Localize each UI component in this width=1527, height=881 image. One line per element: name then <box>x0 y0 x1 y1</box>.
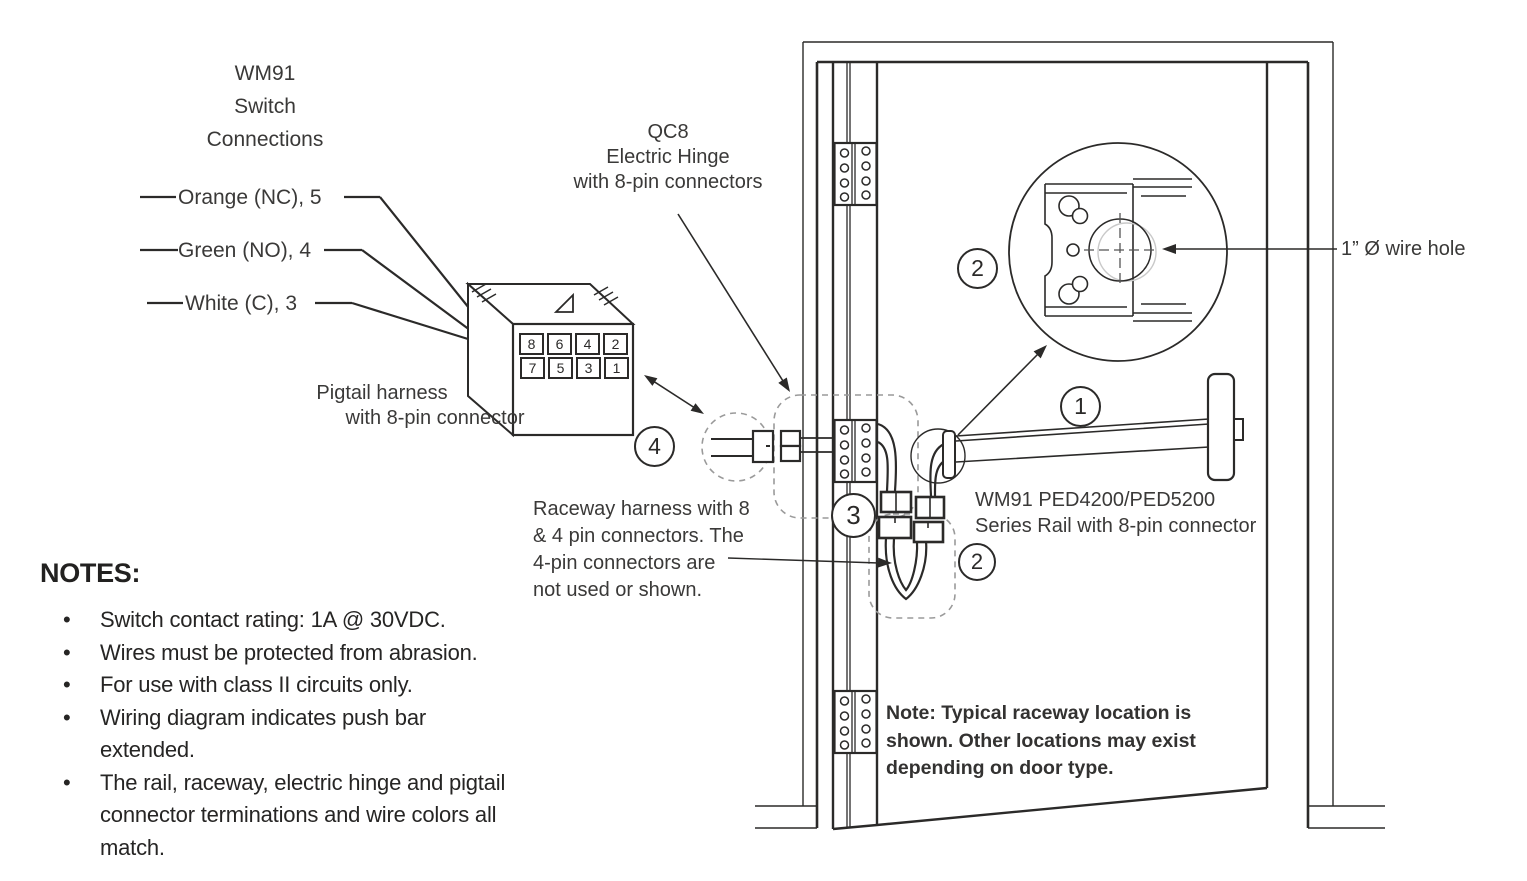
notes-block: NOTES: • Switch contact rating: 1A @ 30V… <box>40 558 680 864</box>
note-text: For use with class II circuits only. <box>100 672 413 697</box>
notes-heading: NOTES: <box>40 558 141 588</box>
pin-5: 5 <box>548 357 573 379</box>
rail-detail-source-circle <box>910 428 966 484</box>
pigtail-harness-caption-line1: Pigtail harness <box>316 382 448 404</box>
qc8-electric-hinge-label: QC8 Electric Hinge with 8-pin connectors <box>573 121 763 193</box>
raceway-text-arrow <box>727 557 892 568</box>
wire-label-orange-nc: Orange (NC), 5 <box>178 186 322 209</box>
pin-6: 6 <box>547 333 572 355</box>
pin-3: 3 <box>576 357 601 379</box>
bullet-icon: • <box>63 672 71 697</box>
bracket-small-hole <box>1066 243 1080 257</box>
note-item: • Wiring diagram indicates push bar exte… <box>40 702 680 767</box>
raceway-location-note: Note: Typical raceway location is shown.… <box>886 702 1196 779</box>
detail-circle <box>1008 142 1228 362</box>
frame-mating-connector <box>779 429 834 463</box>
pin-7: 7 <box>520 357 545 379</box>
pin-8: 8 <box>519 333 544 355</box>
note-text: Wires must be protected from abrasion. <box>100 639 478 665</box>
series-rail-label: WM91 PED4200/PED5200 Series Rail with 8-… <box>975 489 1257 537</box>
note-item: • For use with class II circuits only. <box>40 669 680 702</box>
push-bar-rail <box>942 372 1244 482</box>
hinge-top <box>833 141 878 207</box>
pin-2: 2 <box>603 333 628 355</box>
wire-hole-label: 1” Ø wire hole <box>1341 238 1466 260</box>
pigtail-harness-caption-line2: with 8-pin connector <box>345 407 525 429</box>
bullet-icon: • <box>63 639 71 665</box>
double-arrow <box>644 375 704 414</box>
hinge-bottom <box>833 689 878 755</box>
callout-4: 4 <box>634 426 675 467</box>
note-text: Switch contact rating: 1A @ 30VDC. <box>100 607 446 632</box>
note-text: The rail, raceway, electric hinge and pi… <box>100 769 506 860</box>
pin-4: 4 <box>575 333 600 355</box>
callout-2-raceway: 2 <box>958 543 996 581</box>
bullet-icon: • <box>63 704 71 730</box>
wire-hole-arrow <box>1162 244 1337 254</box>
switch-connections-title: WM91 Switch Connections <box>206 62 324 151</box>
note-item: • Switch contact rating: 1A @ 30VDC. <box>40 604 680 637</box>
raceway-connectors <box>877 490 946 544</box>
qc8-arrow <box>677 213 790 392</box>
notes-list: • Switch contact rating: 1A @ 30VDC. • W… <box>40 604 680 864</box>
bullet-icon: • <box>63 769 71 795</box>
pigtail-plug <box>711 429 775 464</box>
detail-arrow <box>957 345 1047 436</box>
callout-1: 1 <box>1060 386 1101 427</box>
wire-label-green-no: Green (NO), 4 <box>178 239 312 262</box>
raceway-harness-label: Raceway harness with 8 & 4 pin connector… <box>533 498 750 601</box>
door-frame <box>755 41 1385 829</box>
note-item: • The rail, raceway, electric hinge and … <box>40 767 680 865</box>
switch-wire-lines <box>140 195 490 341</box>
callout-2-detail: 2 <box>957 248 998 289</box>
hinge-electric-qc8 <box>833 418 878 484</box>
callout-3: 3 <box>831 493 876 538</box>
pin-1: 1 <box>604 357 629 379</box>
wire-label-white-c: White (C), 3 <box>185 292 298 315</box>
raceway-zone <box>868 513 956 619</box>
note-item: • Wires must be protected from abrasion. <box>40 637 680 670</box>
bullet-icon: • <box>63 607 71 632</box>
note-text: Wiring diagram indicates push bar extend… <box>100 704 426 763</box>
